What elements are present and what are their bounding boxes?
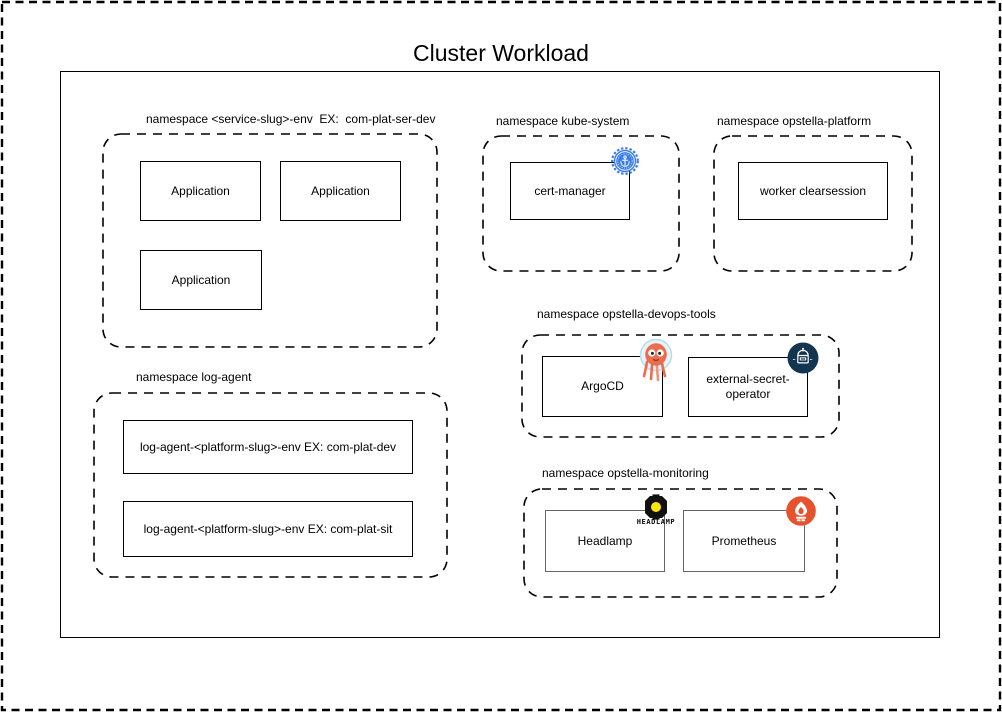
node-worker-clearsession: worker clearsession	[738, 162, 888, 220]
namespace-label: namespace opstella-devops-tools	[537, 307, 716, 321]
namespace-boundary	[93, 392, 448, 578]
prometheus-icon	[786, 496, 816, 526]
node-label: Application	[311, 183, 370, 198]
node-application-1: Application	[140, 161, 261, 221]
headlamp-icon	[645, 494, 667, 520]
node-label: log-agent-<platform-slug>-env EX: com-pl…	[143, 521, 393, 536]
headlamp-wordmark: HEADLAMP	[636, 518, 676, 526]
node-label: Headlamp	[577, 533, 633, 548]
argocd-icon	[639, 338, 673, 382]
node-label: worker clearsession	[759, 183, 867, 198]
cluster-boundary	[60, 71, 940, 638]
diagram-title: Cluster Workload	[413, 40, 589, 66]
node-log-agent-dev: log-agent-<platform-slug>-env EX: com-pl…	[123, 420, 413, 474]
namespace-label: namespace kube-system	[496, 114, 630, 128]
namespace-label: namespace opstella-monitoring	[542, 466, 709, 480]
namespace-label: namespace <service-slug>-env EX: com-pla…	[146, 112, 436, 126]
node-log-agent-sit: log-agent-<platform-slug>-env EX: com-pl…	[123, 501, 413, 557]
namespace-boundary	[102, 133, 438, 348]
namespace-boundary	[523, 488, 838, 598]
node-application-3: Application	[140, 250, 262, 310]
external-secrets-icon	[787, 342, 819, 374]
cert-manager-icon	[611, 147, 639, 175]
namespace-label: namespace opstella-platform	[717, 114, 872, 128]
node-label: external-secret-operator	[706, 372, 790, 401]
node-label: Application	[171, 183, 230, 198]
namespace-boundary	[482, 135, 680, 272]
namespace-label: namespace log-agent	[136, 370, 252, 384]
node-label: Prometheus	[711, 533, 777, 548]
namespace-boundary	[713, 135, 913, 272]
node-label: ArgoCD	[581, 379, 624, 393]
node-label: cert-manager	[534, 183, 606, 198]
node-application-2: Application	[280, 161, 401, 221]
namespace-boundary	[521, 334, 840, 438]
node-label: Application	[171, 272, 231, 287]
node-label: log-agent-<platform-slug>-env EX: com-pl…	[139, 439, 397, 454]
